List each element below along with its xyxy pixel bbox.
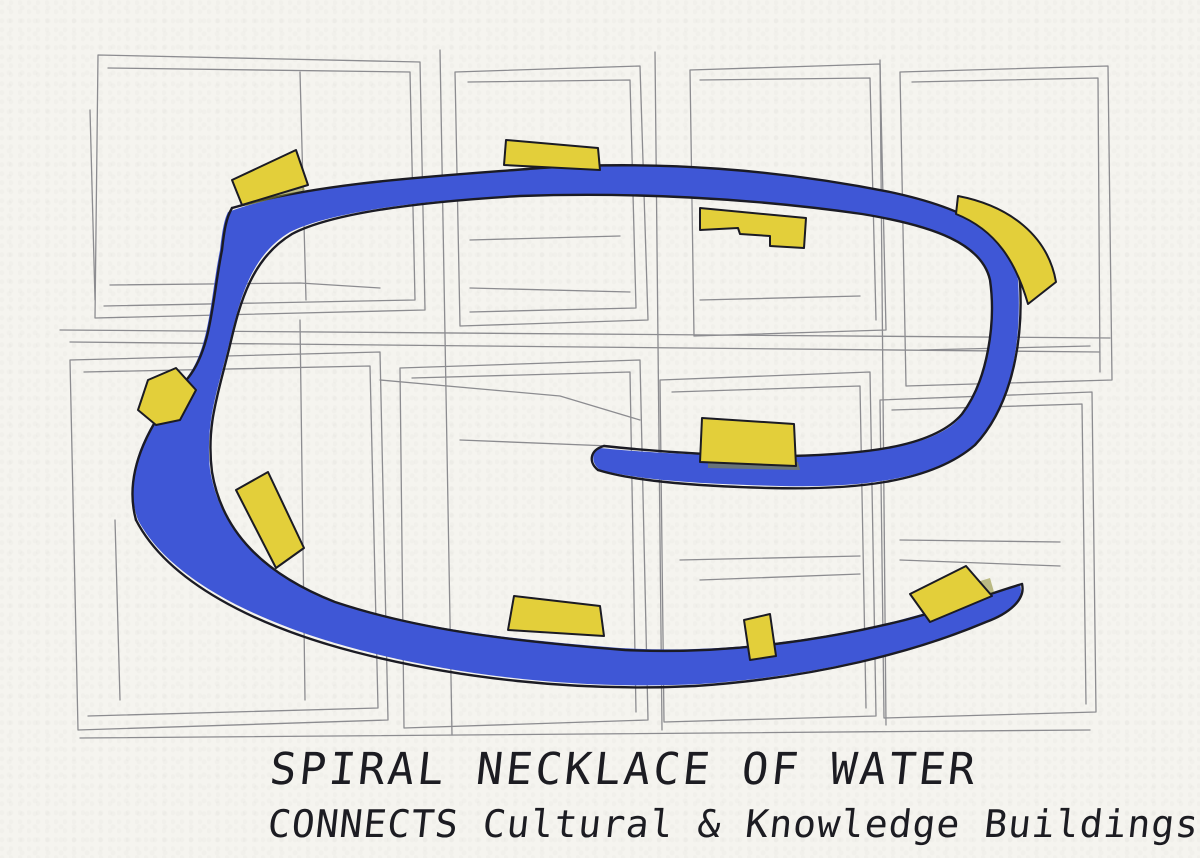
building-top-center xyxy=(504,140,600,170)
building-bottom-center xyxy=(508,596,604,636)
building-top-right-notched xyxy=(700,208,806,248)
building-bottom-small xyxy=(744,614,776,660)
building-center-right xyxy=(700,418,796,466)
caption-line-1: SPIRAL NECKLACE OF WATER xyxy=(267,744,972,795)
caption-line-2: CONNECTS Cultural & Knowledge Buildings xyxy=(266,802,1191,846)
